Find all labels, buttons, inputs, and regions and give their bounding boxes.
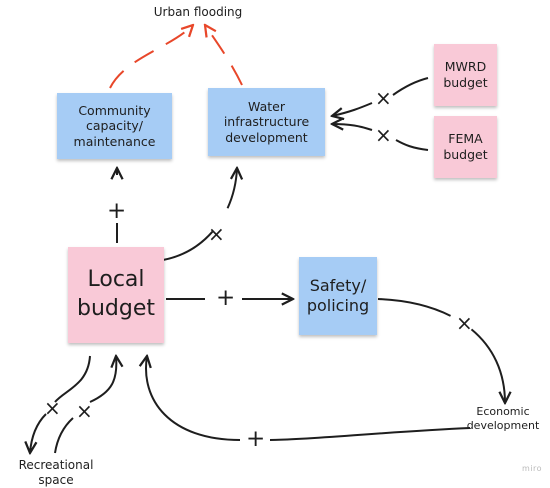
cross-sign: × xyxy=(375,123,392,147)
cross-sign: × xyxy=(375,86,392,110)
cross-sign: × xyxy=(76,399,93,423)
cross-sign: × xyxy=(44,396,61,420)
note-local-budget[interactable]: Local budget xyxy=(68,247,164,343)
link-community-to-flooding xyxy=(109,25,193,89)
cross-sign: × xyxy=(208,222,225,246)
link-recreational-to-local xyxy=(54,356,116,454)
note-mwrd-budget[interactable]: MWRD budget xyxy=(434,44,497,106)
note-community-capacity[interactable]: Community capacity/ maintenance xyxy=(57,93,172,159)
note-fema-budget[interactable]: FEMA budget xyxy=(434,116,497,178)
link-fema-to-water xyxy=(332,124,429,151)
cross-sign: × xyxy=(456,311,473,335)
label-recreational-space[interactable]: Recreational space xyxy=(18,458,94,487)
plus-sign: + xyxy=(246,426,266,452)
label-urban-flooding[interactable]: Urban flooding xyxy=(153,5,243,19)
plus-sign: + xyxy=(107,198,127,224)
plus-sign: + xyxy=(216,285,236,311)
label-economic-development[interactable]: Economic development xyxy=(466,405,540,432)
link-local-to-water xyxy=(162,168,237,261)
link-local-to-recreational xyxy=(30,355,91,453)
miro-watermark: miro xyxy=(522,464,543,473)
link-water-to-flooding xyxy=(205,25,243,86)
link-safety-to-economic xyxy=(377,298,505,403)
note-water-infrastructure[interactable]: Water infrastructure development xyxy=(208,88,325,156)
note-safety-policing[interactable]: Safety/ policing xyxy=(299,257,377,335)
link-economic-to-local xyxy=(146,356,471,441)
